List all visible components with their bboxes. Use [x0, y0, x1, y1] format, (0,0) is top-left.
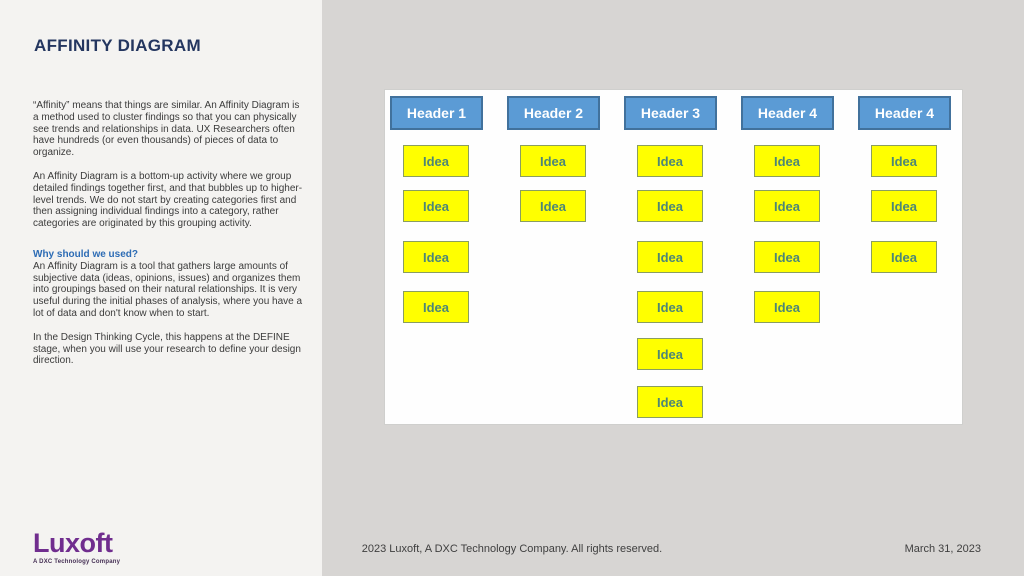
idea-card: Idea: [403, 190, 469, 222]
luxoft-logo: Luxoft A DXC Technology Company: [33, 528, 121, 566]
idea-card: Idea: [520, 145, 586, 177]
column-header: Header 4: [741, 96, 834, 130]
idea-card: Idea: [754, 241, 820, 273]
page-title: AFFINITY DIAGRAM: [34, 36, 201, 55]
idea-card: Idea: [871, 145, 937, 177]
section-heading: Why should we used?: [33, 248, 139, 260]
copyright-text: 2023 Luxoft, A DXC Technology Company. A…: [361, 543, 663, 555]
column-header: Header 4: [858, 96, 951, 130]
column-header: Header 3: [624, 96, 717, 130]
idea-card: Idea: [754, 190, 820, 222]
column-header: Header 1: [390, 96, 483, 130]
section-paragraph-2: In the Design Thinking Cycle, this happe…: [33, 331, 301, 367]
why-section: Why should we used?An Affinity Diagram i…: [33, 249, 303, 320]
idea-card: Idea: [403, 291, 469, 323]
idea-card: Idea: [754, 145, 820, 177]
idea-card: Idea: [871, 241, 937, 273]
idea-card: Idea: [520, 190, 586, 222]
idea-card: Idea: [871, 190, 937, 222]
idea-card: Idea: [637, 338, 703, 370]
idea-card: Idea: [403, 241, 469, 273]
idea-card: Idea: [637, 386, 703, 418]
text-panel: AFFINITY DIAGRAM “Affinity” means that t…: [0, 0, 322, 576]
body-text: “Affinity” means that things are similar…: [33, 100, 303, 379]
logo-tagline: A DXC Technology Company: [33, 559, 121, 565]
idea-card: Idea: [637, 145, 703, 177]
idea-card: Idea: [403, 145, 469, 177]
logo-wordmark: Luxoft: [33, 528, 113, 558]
idea-card: Idea: [637, 190, 703, 222]
intro-paragraph-2: An Affinity Diagram is a bottom-up activ…: [33, 170, 303, 230]
slide-date: March 31, 2023: [904, 543, 981, 555]
section-paragraph-1: An Affinity Diagram is a tool that gathe…: [33, 260, 303, 319]
idea-card: Idea: [754, 291, 820, 323]
idea-card: Idea: [637, 241, 703, 273]
idea-card: Idea: [637, 291, 703, 323]
column-header: Header 2: [507, 96, 600, 130]
intro-paragraph-1: “Affinity” means that things are similar…: [33, 100, 300, 159]
